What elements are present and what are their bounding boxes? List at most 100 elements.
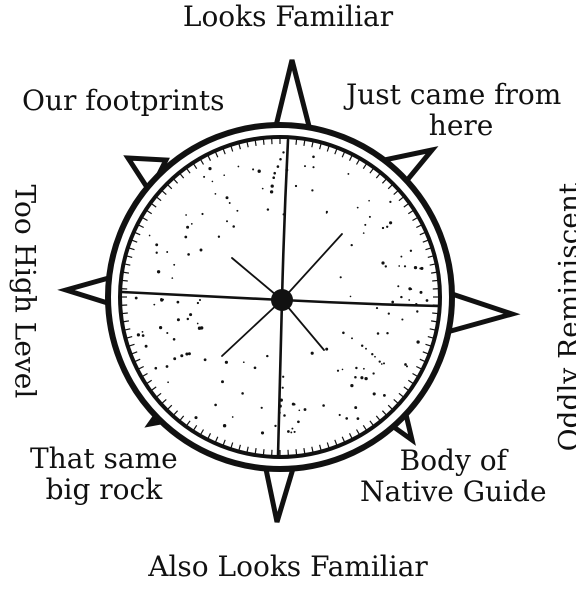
stipple-dot bbox=[364, 377, 367, 380]
stipple-dot bbox=[200, 326, 203, 329]
stipple-dot bbox=[135, 297, 138, 300]
stipple-dot bbox=[154, 367, 157, 370]
stipple-dot bbox=[379, 360, 381, 362]
label-north-west: Our footprints bbox=[22, 86, 225, 117]
stipple-dot bbox=[215, 193, 217, 195]
stipple-dot bbox=[410, 288, 412, 290]
label-south-text: Also Looks Familiar bbox=[148, 550, 428, 583]
stipple-dot bbox=[381, 261, 384, 264]
stipple-dot bbox=[149, 235, 151, 237]
label-north-west-text: Our footprints bbox=[22, 84, 225, 117]
stipple-dot bbox=[254, 366, 257, 369]
stipple-dot bbox=[279, 158, 282, 161]
compass-center bbox=[271, 289, 293, 311]
stipple-dot bbox=[420, 291, 423, 294]
stipple-dot bbox=[197, 302, 199, 304]
stipple-dot bbox=[199, 299, 201, 301]
label-south-east-line-1: Body of bbox=[360, 446, 547, 477]
stipple-dot bbox=[232, 225, 235, 228]
stipple-dot bbox=[225, 361, 228, 364]
stipple-dot bbox=[283, 414, 286, 417]
label-east: Oddly Reminiscent bbox=[555, 191, 576, 451]
compass-tick bbox=[263, 138, 264, 145]
label-north: Looks Familiar bbox=[0, 2, 576, 33]
stipple-dot bbox=[226, 220, 228, 222]
stipple-dot bbox=[221, 380, 224, 383]
stipple-dot bbox=[360, 376, 363, 379]
stipple-dot bbox=[267, 208, 269, 210]
stipple-dot bbox=[383, 394, 386, 397]
stipple-dot bbox=[171, 277, 173, 279]
stipple-dot bbox=[194, 416, 197, 419]
label-south-west: That same big rock bbox=[30, 444, 178, 506]
stipple-dot bbox=[400, 256, 402, 258]
stipple-dot bbox=[354, 376, 357, 379]
label-south-east-line-2: Native Guide bbox=[360, 477, 547, 508]
stipple-dot bbox=[350, 384, 353, 387]
compass-tick bbox=[121, 280, 128, 281]
stipple-dot bbox=[295, 185, 297, 187]
stipple-dot bbox=[266, 355, 268, 357]
stipple-dot bbox=[398, 265, 400, 267]
label-south-east: Body of Native Guide bbox=[360, 446, 547, 508]
label-north-east-line-1: Just came from bbox=[346, 80, 561, 111]
stipple-dot bbox=[373, 392, 376, 395]
stipple-dot bbox=[229, 202, 231, 204]
stipple-dot bbox=[397, 285, 399, 287]
stipple-dot bbox=[187, 318, 189, 320]
stipple-dot bbox=[153, 304, 155, 306]
stipple-dot bbox=[377, 332, 380, 335]
stipple-dot bbox=[354, 406, 357, 409]
stipple-dot bbox=[180, 354, 183, 357]
stipple-dot bbox=[173, 338, 176, 341]
stipple-dot bbox=[238, 166, 240, 168]
stipple-dot bbox=[322, 404, 325, 407]
stipple-dot bbox=[204, 358, 207, 361]
stipple-dot bbox=[145, 345, 148, 348]
label-west: Too High Level bbox=[9, 181, 40, 401]
stipple-dot bbox=[187, 253, 190, 256]
stipple-dot bbox=[312, 156, 315, 159]
stipple-dot bbox=[270, 190, 273, 193]
stipple-dot bbox=[298, 409, 300, 411]
stipple-dot bbox=[416, 340, 419, 343]
stipple-dot bbox=[212, 181, 214, 183]
stipple-dot bbox=[369, 216, 371, 218]
stipple-dot bbox=[184, 236, 187, 239]
stipple-dot bbox=[389, 201, 391, 203]
stipple-dot bbox=[258, 170, 261, 173]
stipple-dot bbox=[376, 307, 378, 309]
stipple-dot bbox=[372, 372, 374, 374]
stipple-dot bbox=[391, 301, 394, 304]
stipple-dot bbox=[357, 207, 359, 209]
stipple-dot bbox=[223, 424, 226, 427]
label-north-east: Just came from here bbox=[346, 80, 561, 142]
stipple-dot bbox=[293, 403, 295, 405]
label-north-text: Looks Familiar bbox=[183, 0, 393, 33]
stipple-dot bbox=[166, 332, 168, 334]
stipple-dot bbox=[241, 392, 244, 395]
stipple-dot bbox=[408, 299, 410, 301]
stipple-dot bbox=[208, 167, 211, 170]
compass-tick bbox=[432, 313, 439, 314]
stipple-dot bbox=[261, 407, 263, 409]
stipple-dot bbox=[385, 265, 387, 267]
label-south-west-line-2: big rock bbox=[30, 475, 178, 506]
stipple-dot bbox=[200, 249, 203, 252]
stipple-dot bbox=[252, 168, 254, 170]
stipple-dot bbox=[351, 337, 353, 339]
compass-tick bbox=[263, 449, 264, 456]
stipple-dot bbox=[325, 348, 328, 351]
stipple-dot bbox=[273, 172, 276, 175]
stipple-dot bbox=[350, 296, 352, 298]
stipple-dot bbox=[426, 299, 429, 302]
stipple-dot bbox=[406, 365, 408, 367]
stipple-dot bbox=[294, 431, 296, 433]
stipple-dot bbox=[371, 353, 373, 355]
stipple-dot bbox=[311, 189, 313, 191]
stipple-dot bbox=[243, 361, 245, 363]
stipple-dot bbox=[304, 165, 306, 167]
stipple-dot bbox=[177, 318, 180, 321]
label-south: Also Looks Familiar bbox=[0, 552, 576, 583]
stipple-dot bbox=[351, 244, 353, 246]
